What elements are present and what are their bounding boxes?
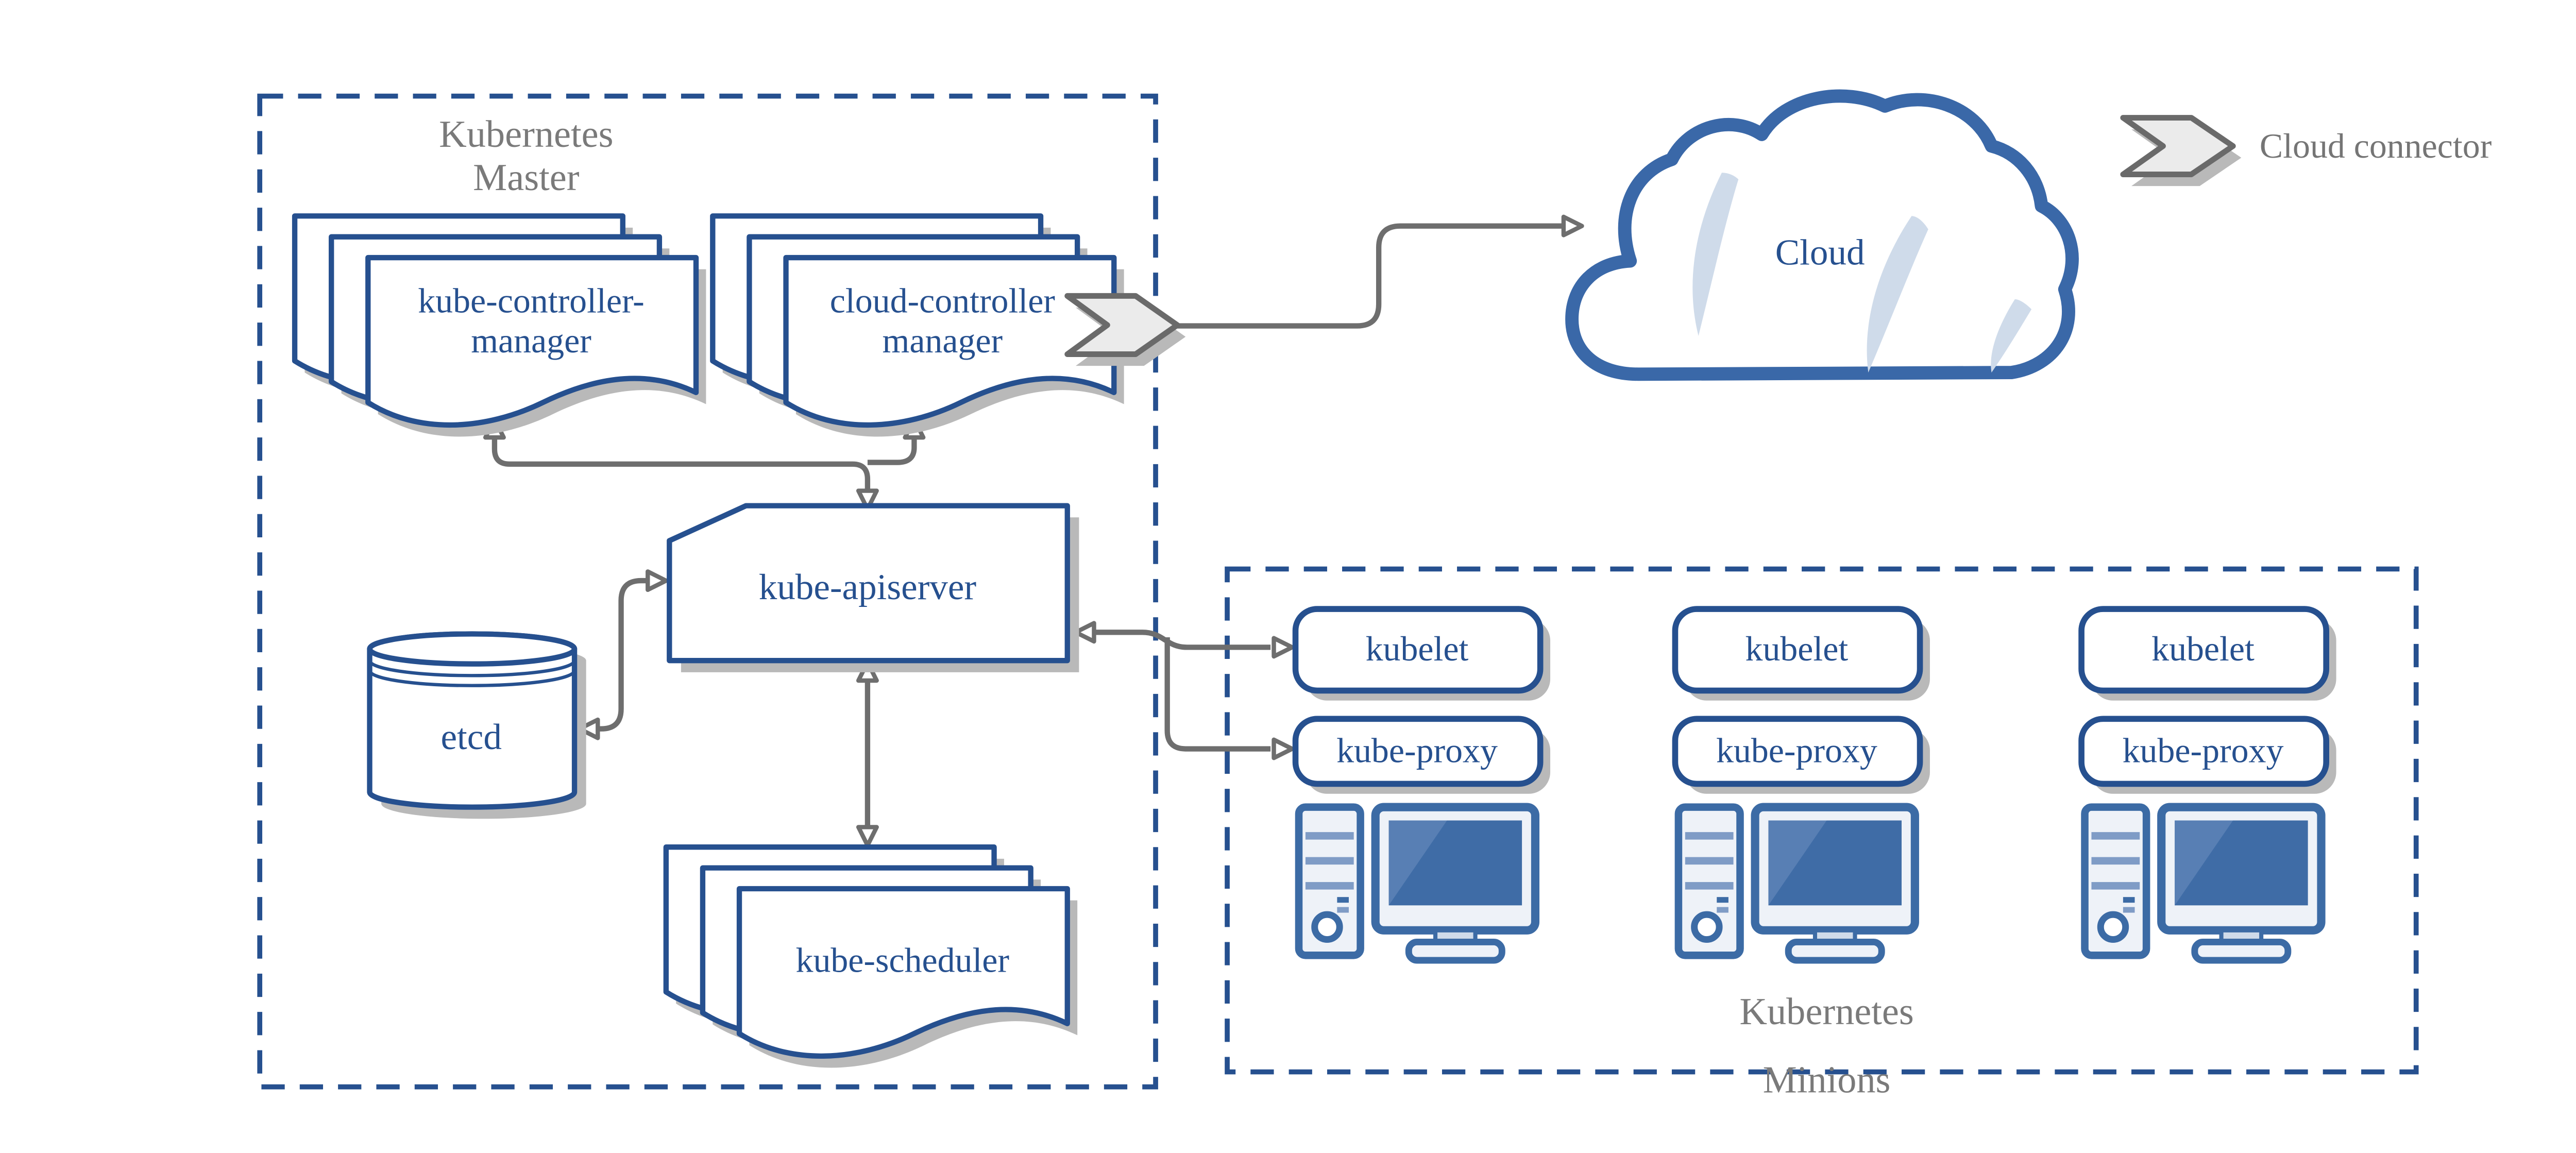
kube-proxy-box (2078, 716, 2330, 787)
cloud-accent-icon (1692, 173, 1739, 336)
computer-icon (2081, 803, 2326, 964)
tower-vent (1337, 897, 1349, 903)
tower-vent (2123, 907, 2135, 913)
kube-apiserver-label: kube-apiserver (759, 567, 977, 607)
legend: Cloud connector (2120, 115, 2492, 186)
kubelet-label: kubelet (1366, 630, 1469, 668)
cloud-controller-manager-label-line2: manager (883, 321, 1003, 360)
cloud-connector-legend-icon (2120, 115, 2236, 177)
power-button-icon (2097, 911, 2129, 943)
cloud-accent-icon (1991, 299, 2032, 373)
kube-controller-manager-label-line1: kube-controller- (418, 282, 645, 320)
tower-slat (1305, 832, 1354, 840)
screen-glare (1388, 820, 1447, 906)
arrow-cloud-controller-manager-branch (867, 429, 917, 465)
arrowhead-down-apiserver-icon (856, 488, 879, 512)
minions-boundary-box (1225, 566, 2419, 1075)
kube-proxy-label: kube-proxy (1716, 731, 1877, 770)
arrowhead-left-etcd-icon (577, 717, 600, 740)
document-shape (365, 255, 699, 428)
cylinder-top-icon (367, 631, 578, 667)
master-label-line1: Kubernetes (439, 113, 613, 156)
cylinder-ring-icon (368, 670, 577, 687)
minion-node-1: kubelet kube-proxy (1292, 606, 1551, 964)
apiserver-shape (667, 503, 1070, 664)
tower-vent (1337, 907, 1349, 913)
cloud-label: Cloud (1775, 232, 1865, 273)
tower-slat (1685, 832, 1734, 840)
arrow-controller-manager-apiserver (492, 429, 871, 499)
cloud-connector-icon (1064, 293, 1180, 358)
cloud: Cloud (1565, 89, 2079, 381)
arrow-connector-cloud (1177, 223, 1562, 329)
kube-controller-manager-label-line2: manager (471, 321, 591, 360)
kube-proxy-box (1292, 716, 1544, 787)
screen-glare (1768, 820, 1827, 906)
arrow-etcd-apiserver (586, 578, 656, 732)
arrowhead-right-kubelet-icon (1272, 636, 1295, 659)
master-boundary-box (257, 93, 1158, 1090)
document-shape (783, 255, 1117, 428)
monitor-base (2191, 938, 2292, 964)
minion-node-3: kubelet kube-proxy (2078, 606, 2336, 964)
arrowhead-right-apiserver-icon (646, 569, 669, 592)
minions-label-line2: Minions (1763, 1059, 1891, 1101)
power-button-icon (1311, 911, 1343, 943)
document-shape (736, 886, 1070, 1059)
tower-slat (1305, 857, 1354, 865)
arrow-apiserver-kube-proxy (1164, 637, 1271, 752)
computer-icon (1674, 803, 1919, 964)
arrowhead-down-scheduler-icon (856, 825, 879, 848)
arrow-apiserver-kubelet (1084, 630, 1271, 650)
legend-label: Cloud connector (2260, 127, 2492, 165)
cloud-accent-icon (1867, 216, 1928, 373)
cylinder-ring-icon (368, 660, 577, 677)
kubelet-label: kubelet (1745, 630, 1849, 668)
kube-proxy-label: kube-proxy (1336, 731, 1498, 770)
tower-slat (1685, 857, 1734, 865)
kube-scheduler: kube-scheduler (663, 844, 1078, 1068)
etcd: etcd (367, 631, 586, 819)
kube-proxy-label: kube-proxy (2123, 731, 2284, 770)
tower-slat (2091, 832, 2140, 840)
kubelet-box (2078, 606, 2330, 694)
kubelet-box (1672, 606, 1923, 694)
minion-node-2: kubelet kube-proxy (1672, 606, 1930, 964)
monitor-base (1405, 938, 1505, 964)
tower-vent (1717, 897, 1728, 903)
arrowhead-right-cloud-icon (1561, 214, 1584, 238)
kube-controller-manager: kube-controller- manager (292, 213, 706, 437)
kube-proxy-box (1672, 716, 1923, 787)
tower-slat (1305, 882, 1354, 890)
tower-vent (1717, 907, 1728, 913)
kubelet-label: kubelet (2151, 630, 2255, 668)
arrowhead-right-kube-proxy-icon (1272, 737, 1295, 760)
computer-icon (1295, 803, 1540, 964)
tower-slat (2091, 857, 2140, 865)
cloud-controller-manager: cloud-controller manager (710, 213, 1186, 437)
etcd-label: etcd (440, 717, 501, 757)
tower-slat (2091, 882, 2140, 890)
monitor-base (1785, 938, 1885, 964)
tower-slat (1685, 882, 1734, 890)
kubelet-box (1292, 606, 1544, 694)
arrowhead-left-apiserver-icon (1073, 621, 1096, 644)
kube-scheduler-label: kube-scheduler (796, 941, 1010, 979)
kube-apiserver: kube-apiserver (667, 503, 1079, 672)
master-label-line2: Master (473, 157, 580, 199)
power-button-icon (1691, 911, 1723, 943)
cloud-controller-manager-label-line1: cloud-controller (830, 282, 1055, 320)
tower-vent (2123, 897, 2135, 903)
minions-label-line1: Kubernetes (1739, 991, 1913, 1033)
